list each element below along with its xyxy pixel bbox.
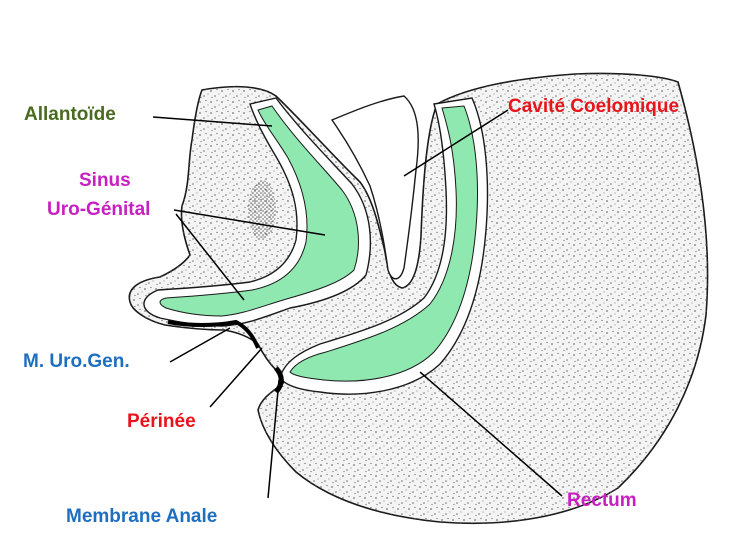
leader-m-urogen <box>169 327 231 363</box>
leader-perinee <box>209 347 263 408</box>
leader-rectum <box>419 371 563 497</box>
label-sinus: Sinus <box>79 170 131 191</box>
leader-allantoide <box>152 116 273 127</box>
leader-sinus-a <box>173 209 326 236</box>
label-membrane-anale: Membrane Anale <box>66 506 218 527</box>
leader-sinus-b <box>175 213 245 301</box>
label-uro-genital: Uro-Génital <box>47 199 151 220</box>
label-cavite-coelomique: Cavité Coelomique <box>508 96 680 117</box>
label-allantoide: Allantoïde <box>24 104 116 125</box>
label-m-urogen: M. Uro.Gen. <box>23 351 130 372</box>
leader-membrane-anale <box>267 379 280 499</box>
leader-cavite <box>403 109 509 177</box>
urogenital-membrane <box>167 319 260 349</box>
label-rectum: Rectum <box>567 490 637 511</box>
coelomic-cavity <box>330 95 419 280</box>
allantois-oval <box>248 180 276 240</box>
rectum-lumen <box>289 105 478 382</box>
urogenital-sinus-lumen <box>159 105 359 317</box>
label-perinee: Périnée <box>127 411 196 432</box>
